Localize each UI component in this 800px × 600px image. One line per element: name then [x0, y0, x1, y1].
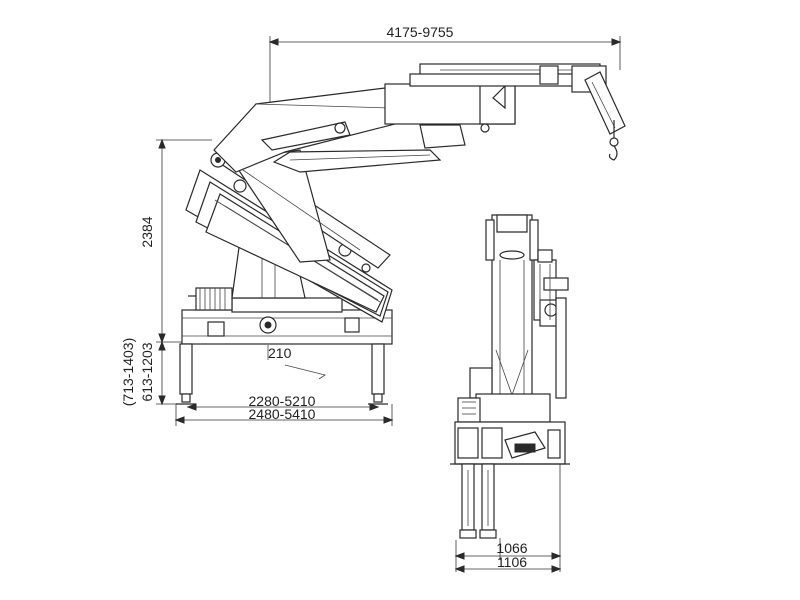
control-valve-block: [188, 287, 233, 311]
outrigger-right: [368, 343, 388, 405]
telescopic-boom: [384, 63, 607, 125]
boom-tip-jib: [584, 71, 626, 140]
outrigger-span-inner-label: 2280-5210: [249, 393, 316, 409]
outrigger-span-dimension-lines: [174, 403, 394, 426]
offset-label: 210: [268, 345, 292, 361]
offset-arrow: [284, 364, 326, 380]
front-side-cylinders: [533, 249, 569, 399]
base-width-outer-label: 1106: [497, 554, 527, 570]
outrigger-left: [176, 343, 196, 405]
side-view: 4175-9755 2384 (713-1403) 613-1203: [120, 24, 626, 426]
height-dimension-line: [156, 138, 212, 344]
front-view: 1066 1106: [450, 214, 570, 573]
hook-icon: [608, 137, 619, 161]
boom-link-arms: [210, 147, 391, 269]
boom-reach-label: 4175-9755: [387, 24, 454, 40]
clearance-range-outer-label: (713-1403): [120, 338, 136, 407]
front-boom-tower: [485, 214, 539, 399]
height-label: 2384: [139, 216, 155, 247]
front-width-dimension-lines: [454, 464, 562, 573]
front-outrigger-legs: [459, 463, 497, 539]
base-width-inner-label: 1066: [496, 540, 527, 556]
reach-dimension-line: [268, 36, 622, 100]
lift-cylinder: [272, 123, 490, 173]
front-base-frame: [450, 421, 570, 465]
clearance-dimension-lines: [156, 340, 182, 406]
base-frame: [181, 297, 393, 345]
outrigger-span-outer-label: 2480-5410: [249, 406, 316, 422]
clearance-range-inner-label: 613-1203: [139, 342, 155, 401]
front-slewing-housing: [457, 367, 551, 423]
